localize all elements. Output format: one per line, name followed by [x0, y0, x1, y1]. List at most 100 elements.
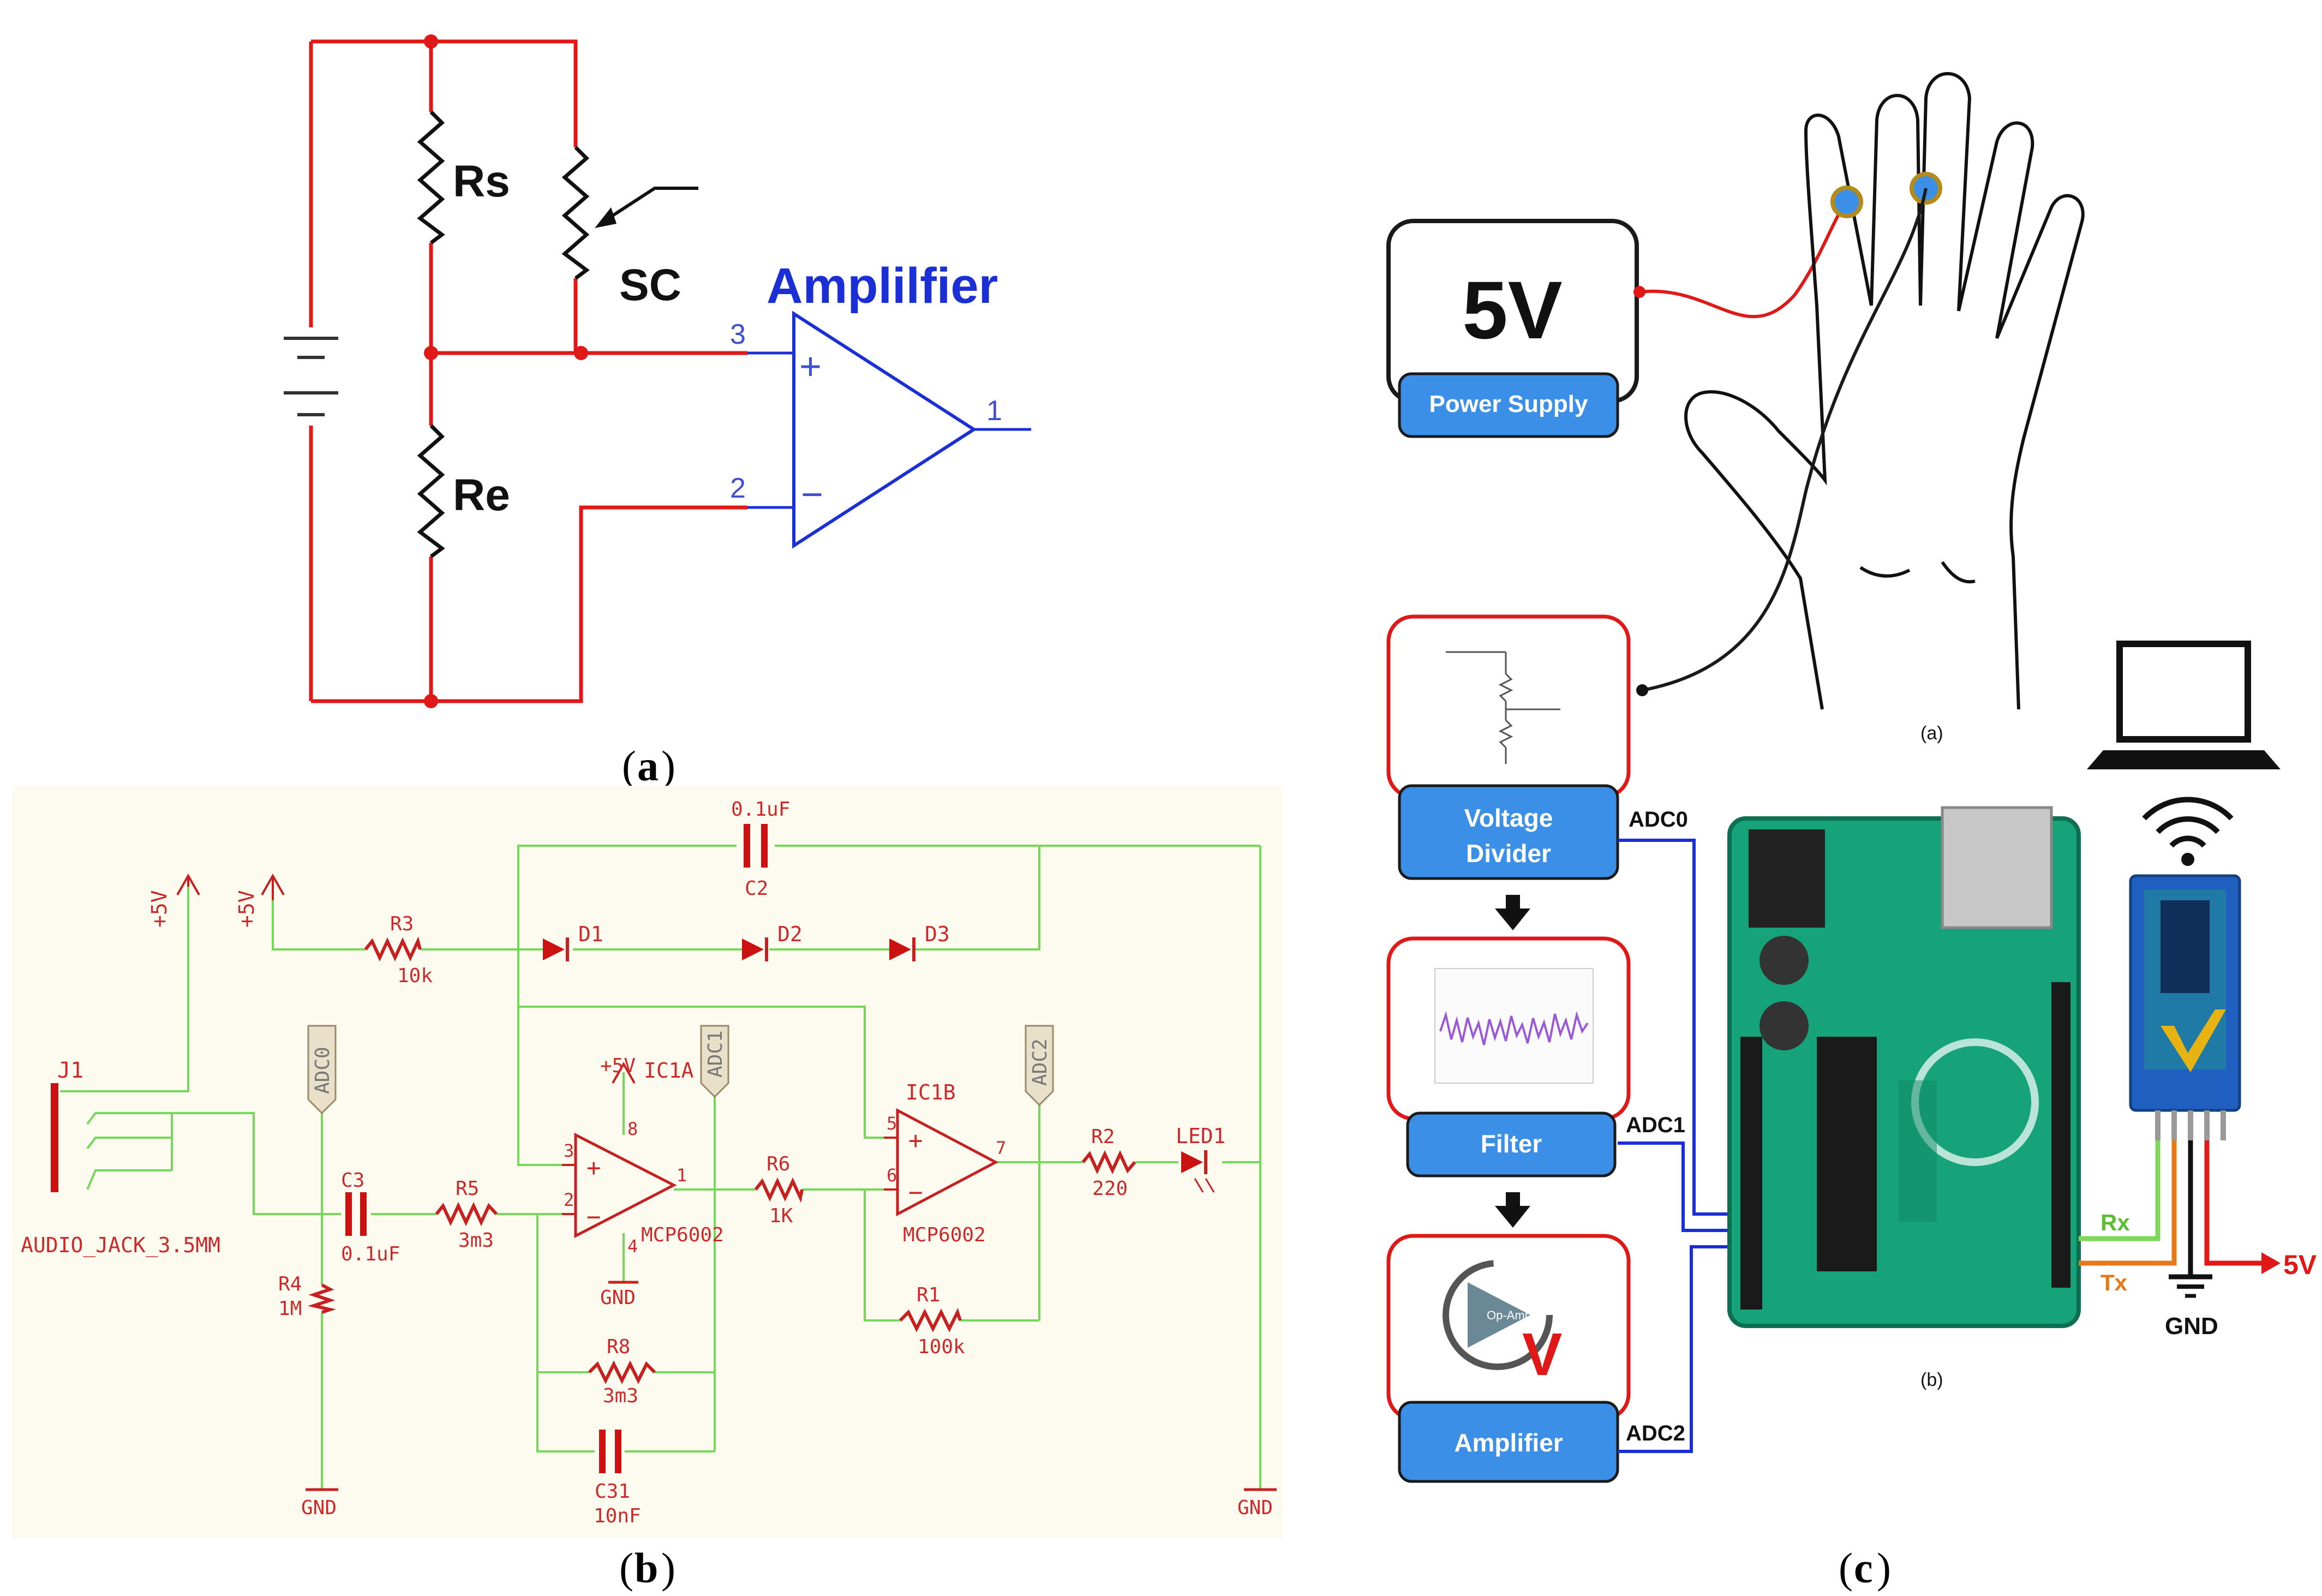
wifi-icon	[2142, 797, 2234, 866]
power-value: 5V	[1462, 264, 1562, 356]
voltage-divider-pill	[1398, 784, 1619, 880]
panel-b-schematic: J1 AUDIO_JACK_3.5MM +5V +5V ADC0 ADC1 AD…	[21, 798, 1277, 1527]
power-connector-dot	[1633, 286, 1645, 298]
svg-text:V: V	[1522, 1321, 1562, 1388]
arduino-board	[1727, 806, 2081, 1328]
label-rs: Rs	[453, 157, 510, 206]
label-sc: SC	[619, 260, 681, 310]
wire-bottom	[311, 505, 747, 703]
amplifier-pill	[1398, 1401, 1619, 1483]
vcc-arrow	[2261, 1252, 2281, 1274]
resistor-r2	[1081, 1150, 1136, 1175]
label-r5-value: 3m3	[458, 1229, 494, 1252]
power-arrow-2	[261, 873, 285, 900]
battery-symbol	[284, 327, 338, 426]
label-r1-value: 100k	[918, 1336, 965, 1358]
label-adc0: ADC0	[312, 1047, 334, 1094]
arrow-down-1	[1495, 895, 1530, 930]
filter-signal-thumbnail	[1434, 968, 1594, 1084]
label-r8: R8	[607, 1336, 630, 1358]
label-adc2: ADC2	[1626, 1421, 1685, 1445]
filter-pill	[1406, 1111, 1617, 1177]
label-gnd: GND	[2165, 1313, 2218, 1340]
wire-top	[311, 39, 578, 353]
label-r4: R4	[278, 1273, 302, 1295]
electrode-1	[1830, 186, 1863, 218]
label-r2-value: 220	[1092, 1177, 1128, 1200]
adc0-tag	[307, 1025, 337, 1115]
panel-a-circuit: Rs SC Re + − 3 2 1 Amplilfier	[284, 34, 1031, 708]
label-c2-value: 0.1uF	[731, 798, 790, 821]
label-c31-value: 10nF	[594, 1505, 641, 1527]
label-adc2: ADC2	[1029, 1038, 1051, 1086]
voltage-divider-line2: Divider	[1466, 839, 1551, 868]
jack-contacts	[86, 1112, 147, 1190]
ic1a-plus: +	[587, 1154, 601, 1182]
adc1-tag	[700, 1025, 729, 1098]
divider-schematic-thumbnail	[1446, 651, 1560, 764]
diode-d2	[742, 937, 768, 961]
voltage-divider-card	[1386, 614, 1631, 799]
capacitor-c2	[744, 824, 768, 868]
resistor-r1	[899, 1308, 962, 1332]
label-r6-value: 1K	[769, 1205, 793, 1227]
led-led1	[1181, 1150, 1215, 1193]
amplifier-card	[1386, 1234, 1631, 1421]
caption-b-close: )	[661, 1544, 675, 1592]
opamp-icon: Op-Amp V	[1443, 1260, 1562, 1388]
label-amplifier: Amplilfier	[767, 258, 998, 314]
label-adc1: ADC1	[1626, 1113, 1685, 1137]
label-r3-value: 10k	[397, 965, 433, 987]
ic1a-pin4: 4	[627, 1236, 638, 1257]
svg-text:Op-Amp: Op-Amp	[1487, 1308, 1531, 1322]
laptop-icon	[2087, 641, 2281, 769]
label-r3: R3	[390, 913, 414, 935]
label-d1: D1	[578, 922, 603, 946]
caption-a-close: )	[661, 742, 675, 790]
filter-label: Filter	[1481, 1129, 1542, 1158]
jack-body	[51, 1083, 58, 1192]
label-re: Re	[453, 470, 510, 520]
label-adc1: ADC1	[704, 1030, 727, 1078]
label-c2: C2	[745, 877, 768, 900]
label-r8-value: 3m3	[603, 1385, 638, 1407]
capacitor-c3	[345, 1192, 367, 1236]
tx-wire	[2079, 1140, 2177, 1266]
label-d3: D3	[925, 922, 950, 946]
label-ic1a-part: MCP6002	[641, 1224, 724, 1246]
label-d2: D2	[777, 922, 803, 946]
label-r5: R5	[456, 1177, 479, 1200]
label-ic1a: IC1A	[644, 1059, 694, 1083]
divider-connector-dot	[1636, 684, 1648, 696]
label-audio-jack: AUDIO_JACK_3.5MM	[21, 1233, 220, 1258]
label-gnd-1: GND	[301, 1497, 337, 1519]
caption-c-open: (	[1839, 1544, 1853, 1592]
potentiometer-sc	[561, 146, 698, 280]
label-r6: R6	[767, 1153, 790, 1175]
caption-a-letter: a	[637, 742, 659, 790]
ic1b-pin5: 5	[887, 1113, 897, 1134]
label-c3-value: 0.1uF	[341, 1243, 400, 1265]
label-tx: Tx	[2100, 1270, 2128, 1295]
ic1a-pin3: 3	[564, 1140, 574, 1161]
ic1a-pin1: 1	[677, 1165, 687, 1186]
amp-pin-1: 1	[986, 395, 1002, 427]
resistor-r5	[435, 1202, 498, 1227]
opamp-ic1b	[884, 1108, 999, 1217]
ic1b-minus: −	[908, 1179, 923, 1206]
resistor-r3	[364, 936, 422, 962]
hand-illustration	[1684, 72, 2085, 710]
amp-pin-2: 2	[730, 473, 746, 504]
node-top	[424, 34, 438, 49]
vcc-wire	[2204, 1140, 2264, 1266]
resistor-rs	[417, 110, 445, 244]
label-adc0: ADC0	[1629, 808, 1688, 832]
label-5v: 5V	[2283, 1250, 2317, 1280]
power-to-finger-wire	[1639, 201, 1848, 319]
adc2-tag	[1025, 1025, 1054, 1107]
power-supply-label: Power Supply	[1429, 391, 1588, 417]
label-r4-value: 1M	[278, 1298, 302, 1320]
ic1b-pin7: 7	[996, 1138, 1006, 1158]
label-c31: C31	[595, 1480, 630, 1503]
